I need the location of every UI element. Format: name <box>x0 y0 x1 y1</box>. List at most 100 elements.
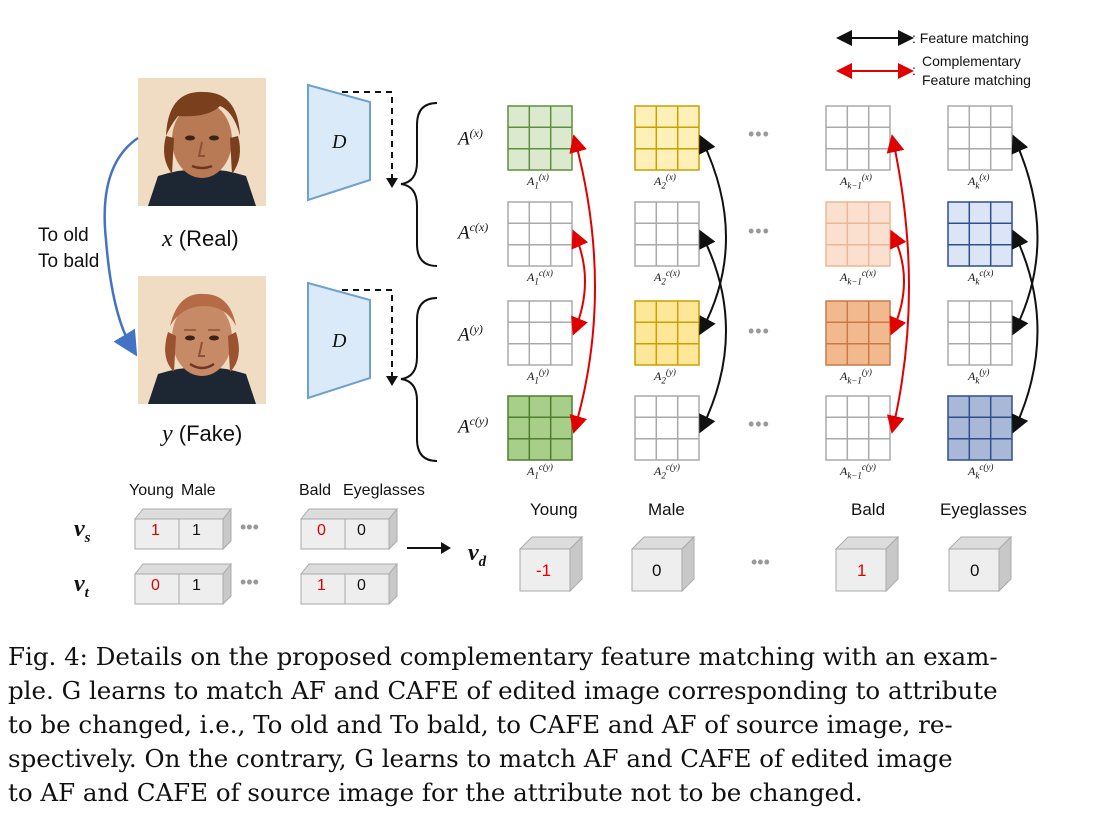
gl-acx-k: Akc(x) <box>968 268 994 287</box>
gl-ax-km1: Ak−1(x) <box>840 172 872 191</box>
vs-header-male: Male <box>181 482 216 499</box>
vt-value-male: 1 <box>192 577 201 594</box>
gl-ay-1: A1(y) <box>527 367 549 386</box>
vs-cube-group-right <box>299 507 399 551</box>
gl-ax-k: Ak(x) <box>968 172 990 191</box>
row-label-acy-base: A <box>458 416 470 438</box>
grid-ax-km1 <box>825 105 891 171</box>
vd-value-eyeglasses: 0 <box>970 561 980 580</box>
fake-image-text: (Fake) <box>172 421 243 446</box>
gl-acx-km1: Ak−1c(x) <box>840 268 876 287</box>
legend-feature-matching: : Feature matching <box>912 30 1029 46</box>
red-arrow-colkm1-inner <box>889 229 907 336</box>
grid-acy-1 <box>507 395 573 461</box>
grid-ax-1 <box>507 105 573 171</box>
black-arrow-col2-outer <box>699 134 727 336</box>
row-label-acy: Ac(y) <box>458 414 488 438</box>
vs-header-young: Young <box>129 482 174 499</box>
row-label-acx: Ac(x) <box>458 220 488 244</box>
vd-value-male: 0 <box>652 561 662 580</box>
vd-cube-bald <box>834 535 900 593</box>
caption-line-1: Fig. 4: Details on the proposed compleme… <box>8 642 998 671</box>
edit-arrow <box>103 136 139 357</box>
fake-image-label: y (Fake) <box>162 421 242 448</box>
vd-cube-eyeglasses <box>947 535 1013 593</box>
vt-cube-group-right <box>299 562 399 606</box>
caption-line-3: to be changed, i.e., To old and To bald,… <box>8 710 953 739</box>
gl-ay-k: Ak(y) <box>968 367 990 386</box>
grid-ax-k <box>947 105 1013 171</box>
legend-complementary-colon: : <box>912 62 916 78</box>
grid-acx-k <box>947 201 1013 267</box>
vt-cube-group-left <box>133 562 233 606</box>
gl-ax-2: A2(x) <box>654 172 676 191</box>
row-label-ay-base: A <box>458 324 470 346</box>
red-arrow-col1-inner <box>571 229 589 336</box>
grid-ellipsis-row4: ••• <box>748 414 770 434</box>
vd-label: vd <box>468 540 487 570</box>
gl-acx-1: A1c(x) <box>527 268 553 287</box>
grid-ay-2 <box>634 300 700 366</box>
vt-value-eyeglasses: 0 <box>357 577 366 594</box>
vd-value-young: -1 <box>536 561 552 580</box>
row-label-ax: A(x) <box>458 126 483 150</box>
grid-acy-k <box>947 395 1013 461</box>
vt-value-bald: 1 <box>317 577 326 594</box>
grid-ay-km1 <box>825 300 891 366</box>
vs-label: vs <box>74 516 91 546</box>
grid-ay-1 <box>507 300 573 366</box>
vd-header-male: Male <box>648 500 685 519</box>
vd-cube-male <box>630 535 696 593</box>
fake-face-image <box>138 276 266 404</box>
grid-ellipsis-row1: ••• <box>748 124 770 144</box>
gl-ay-2: A2(y) <box>654 367 676 386</box>
row-label-ay: A(y) <box>458 322 483 346</box>
figure-caption: Fig. 4: Details on the proposed compleme… <box>8 640 1102 810</box>
edit-label-line2: To bald <box>38 251 100 272</box>
black-arrow-colk-inner <box>1011 229 1039 434</box>
grid-acx-2 <box>634 201 700 267</box>
grid-ellipsis-row3: ••• <box>748 321 770 341</box>
real-image-text: (Real) <box>172 226 239 251</box>
vt-label: vt <box>74 571 89 601</box>
vt-ellipsis: ••• <box>240 572 259 592</box>
grid-ellipsis-row2: ••• <box>748 221 770 241</box>
vd-header-young: Young <box>530 500 578 519</box>
caption-line-5: to AF and CAFE of source image for the a… <box>8 778 863 807</box>
caption-line-4: spectively. On the contrary, G learns to… <box>8 744 953 773</box>
brace-top <box>400 102 438 267</box>
black-arrow-col2-inner <box>699 229 727 434</box>
discriminator-top <box>307 83 398 202</box>
edit-label-line1: To old <box>38 225 89 246</box>
black-arrow-colk-outer <box>1011 134 1039 336</box>
vd-ellipsis: ••• <box>751 552 770 572</box>
gl-ax-1: A1(x) <box>527 172 549 191</box>
real-face-image <box>138 78 266 206</box>
real-image-label: x (Real) <box>162 226 239 253</box>
discriminator-bottom <box>307 281 398 400</box>
vs-header-bald: Bald <box>299 482 332 499</box>
vd-cube-young <box>518 535 584 593</box>
legend-complementary-line1: Complementary <box>922 53 1021 69</box>
vs-ellipsis: ••• <box>240 517 259 537</box>
row-label-acx-sup: c(x) <box>469 220 489 234</box>
vt-value-young: 0 <box>151 577 160 594</box>
grid-acy-km1 <box>825 395 891 461</box>
row-label-ay-sup: (y) <box>469 322 483 336</box>
grid-ay-k <box>947 300 1013 366</box>
red-arrow-colkm1-outer <box>886 134 910 434</box>
row-label-ax-base: A <box>458 128 470 150</box>
real-image-var: x <box>162 226 173 252</box>
row-label-acx-base: A <box>458 222 470 244</box>
legend-arrows <box>836 30 914 79</box>
vs-value-male: 1 <box>192 522 201 539</box>
gl-acy-km1: Ak−1c(y) <box>840 462 876 481</box>
red-arrow-col1-outer <box>569 134 596 434</box>
gl-ay-km1: Ak−1(y) <box>840 367 872 386</box>
gl-acy-1: A1c(y) <box>527 462 553 481</box>
vd-header-eyeglasses: Eyeglasses <box>940 500 1027 519</box>
vs-header-eyeglasses: Eyeglasses <box>343 482 425 499</box>
vs-value-bald: 0 <box>317 522 326 539</box>
grid-acy-2 <box>634 395 700 461</box>
row-label-acy-sup: c(y) <box>469 414 489 428</box>
